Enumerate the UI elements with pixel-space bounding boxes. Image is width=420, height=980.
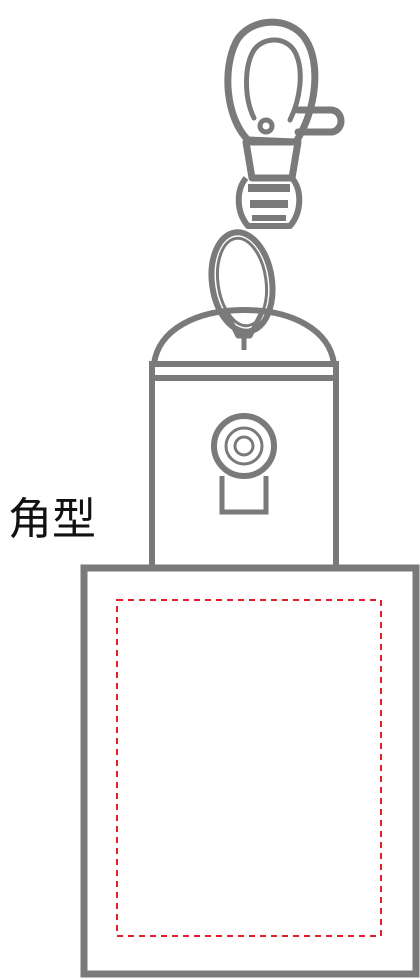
split-ring [208,229,276,335]
print-area [116,599,382,937]
plate [80,564,420,978]
strap-body [149,361,339,573]
swivel [235,176,303,229]
metal-cap [150,307,338,381]
snap-hook [224,18,345,182]
shape-label: 角型 [8,494,96,545]
